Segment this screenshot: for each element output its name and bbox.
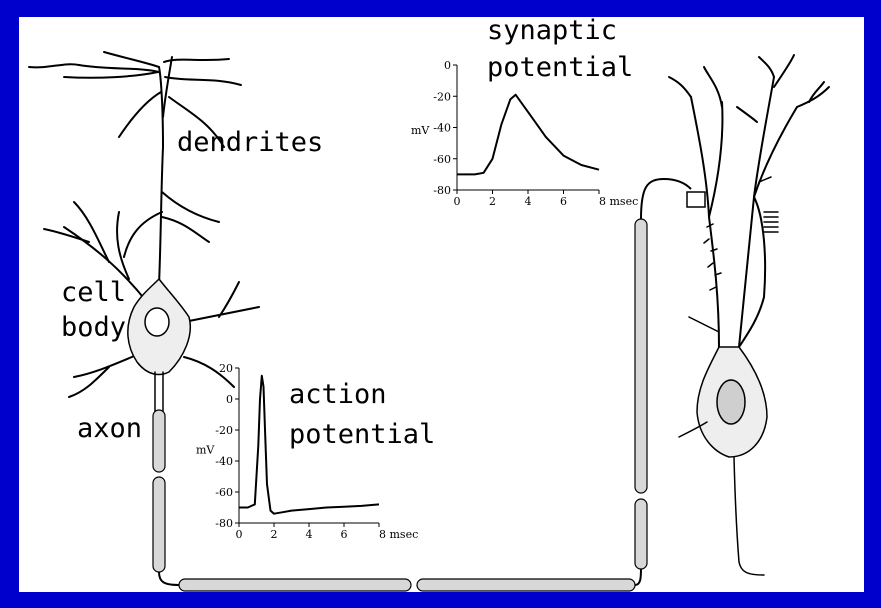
myelin-segment xyxy=(179,579,411,591)
right-synapse-box xyxy=(687,192,705,207)
right-apical-dendrites xyxy=(669,55,829,347)
x-tick-label: 2 xyxy=(489,195,496,208)
myelin-segment xyxy=(153,410,165,472)
action-potential-label-line2: potential xyxy=(289,419,435,451)
y-tick-label: -80 xyxy=(215,517,233,530)
x-tick-label: 6 xyxy=(560,195,567,208)
x-tick-label: 8 msec xyxy=(379,528,418,541)
x-tick-label: 6 xyxy=(341,528,348,541)
y-tick-label: -20 xyxy=(433,90,451,103)
y-tick-label: -40 xyxy=(433,122,451,135)
cell-body-label-line2: body xyxy=(61,312,126,344)
action-potential-label-line1: action xyxy=(289,379,387,411)
y-tick-label: 20 xyxy=(219,362,233,375)
left-apical-dendrite xyxy=(29,52,241,285)
x-tick-label: 0 xyxy=(236,528,243,541)
cell-body-label-line1: cell xyxy=(61,277,126,309)
myelin-segment xyxy=(635,499,647,569)
y-tick-label: 0 xyxy=(444,59,451,72)
y-tick-label: -40 xyxy=(215,455,233,468)
x-tick-label: 0 xyxy=(454,195,461,208)
y-tick-label: -20 xyxy=(215,424,233,437)
myelin-segment xyxy=(635,219,647,493)
left-neuron xyxy=(29,52,259,412)
x-tick-label: 2 xyxy=(271,528,278,541)
right-neuron xyxy=(669,55,829,575)
myelin-segment xyxy=(153,477,165,572)
left-nucleus xyxy=(145,308,169,336)
x-tick-label: 4 xyxy=(306,528,313,541)
synaptic-potential-label-line2: potential xyxy=(487,52,633,84)
y-tick-label: -60 xyxy=(215,486,233,499)
axon-label: axon xyxy=(77,413,142,445)
y-tick-label: -60 xyxy=(433,153,451,166)
right-incoming-synapse xyxy=(689,317,719,332)
dendrites-label: dendrites xyxy=(177,127,323,159)
left-axon-hillock xyxy=(155,372,163,412)
y-axis-label: mV xyxy=(196,443,215,456)
synaptic-potential-label-line1: synaptic xyxy=(487,17,617,47)
y-tick-label: -80 xyxy=(433,184,451,197)
right-axon xyxy=(734,457,764,575)
x-tick-label: 8 msec xyxy=(599,195,638,208)
series-line xyxy=(457,95,599,175)
y-axis-label: mV xyxy=(411,124,430,137)
y-tick-label: 0 xyxy=(226,393,233,406)
x-tick-label: 4 xyxy=(525,195,532,208)
right-nucleus xyxy=(717,380,745,424)
myelin-segment xyxy=(417,579,635,591)
